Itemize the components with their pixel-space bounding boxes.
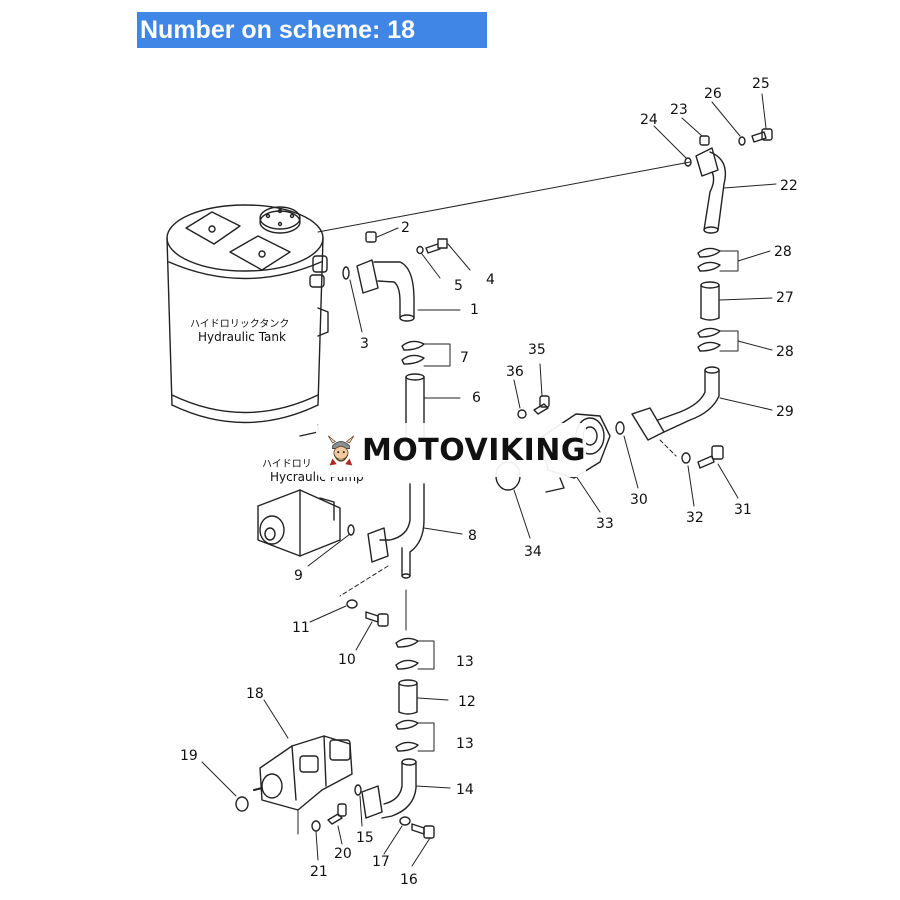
- clamp-28-lower: [697, 327, 739, 352]
- callout-35: 35: [528, 342, 546, 358]
- part-30-oring: [615, 421, 625, 435]
- callout-13-lower: 13: [456, 736, 474, 752]
- part-17-washer: [399, 816, 411, 826]
- part-26-washer: [738, 136, 746, 146]
- callout-32: 32: [686, 510, 704, 526]
- tank-label-en: Hydraulic Tank: [198, 330, 286, 344]
- part-2-nut: [365, 231, 377, 243]
- part-3-oring: [342, 266, 350, 280]
- elbow-pipe-14: [361, 758, 417, 819]
- callout-9: 9: [294, 568, 303, 584]
- callout-12: 12: [458, 694, 476, 710]
- callout-25: 25: [752, 76, 770, 92]
- part-9-oring: [347, 524, 355, 536]
- callout-13-upper: 13: [456, 654, 474, 670]
- part-23-nut: [699, 135, 710, 146]
- part-19-oring: [235, 796, 249, 812]
- part-4-bolt: [425, 238, 448, 254]
- clamp-13-upper: [395, 637, 435, 670]
- tank-label-jp: ハイドロリックタンク: [190, 318, 289, 330]
- scheme-number-banner: Number on scheme: 18: [137, 12, 487, 48]
- pipe-29: [631, 366, 720, 457]
- callout-21: 21: [310, 864, 328, 880]
- motoviking-watermark: MOTOVIKING: [316, 423, 586, 477]
- clamp-28-upper: [697, 247, 739, 272]
- callout-1: 1: [470, 302, 479, 318]
- pipe-8: [367, 483, 425, 579]
- callout-18: 18: [246, 686, 264, 702]
- callout-26: 26: [704, 86, 722, 102]
- callout-16: 16: [400, 872, 418, 888]
- callout-17: 17: [372, 854, 390, 870]
- callout-10: 10: [338, 652, 356, 668]
- hydraulic-pump: [257, 489, 341, 557]
- elbow-pipe-1: [356, 259, 415, 322]
- callout-33: 33: [596, 516, 614, 532]
- hose-12: [398, 679, 418, 715]
- callout-4: 4: [486, 272, 495, 288]
- callout-8: 8: [468, 528, 477, 544]
- callout-36: 36: [506, 364, 524, 380]
- part-20-bolt: [327, 803, 347, 825]
- part-32-washer: [681, 452, 691, 464]
- callout-23: 23: [670, 102, 688, 118]
- part-5-washer: [416, 245, 424, 255]
- callout-20: 20: [334, 846, 352, 862]
- gear-pump-18: [253, 735, 353, 835]
- callout-28-lower: 28: [776, 344, 794, 360]
- pump-label-jp: ハイドロリ: [262, 459, 312, 470]
- clamp-13-lower: [395, 719, 435, 752]
- callout-34: 34: [524, 544, 542, 560]
- callout-19: 19: [180, 748, 198, 764]
- callout-numbers: 1 2 3 4 5 6 7 8 9 10 11 12 13 13 14 15 1…: [180, 76, 798, 888]
- part-11-washer: [346, 599, 358, 609]
- part-21-washer: [311, 820, 321, 832]
- callout-29: 29: [776, 404, 794, 420]
- callout-15: 15: [356, 830, 374, 846]
- elbow-pipe-22: [695, 147, 727, 234]
- viking-mascot-icon: [327, 435, 355, 466]
- callout-6: 6: [472, 390, 481, 406]
- part-35-bolt: [533, 395, 550, 415]
- callout-30: 30: [630, 492, 648, 508]
- callout-2: 2: [401, 220, 410, 236]
- callout-3: 3: [360, 336, 369, 352]
- callout-24: 24: [640, 112, 658, 128]
- callout-11: 11: [292, 620, 310, 636]
- callout-leaders: [201, 93, 777, 867]
- callout-27: 27: [776, 290, 794, 306]
- motoviking-brand-text: MOTOVIKING: [361, 432, 586, 468]
- callout-31: 31: [734, 502, 752, 518]
- callout-5: 5: [454, 278, 463, 294]
- part-25-bolt: [751, 128, 773, 143]
- callout-28-upper: 28: [774, 244, 792, 260]
- part-31-bolt: [697, 445, 724, 469]
- part-15-oring: [354, 784, 362, 796]
- hydraulic-tank: [166, 204, 329, 437]
- callout-7: 7: [460, 350, 469, 366]
- scheme-number-title: Number on scheme: 18: [140, 16, 416, 44]
- callout-22: 22: [780, 178, 798, 194]
- part-36-washer: [517, 409, 527, 419]
- hose-27: [700, 281, 720, 321]
- callout-14: 14: [456, 782, 474, 798]
- part-16-bolt: [411, 823, 435, 839]
- part-24-oring: [684, 157, 692, 167]
- part-10-bolt: [365, 611, 389, 627]
- clamp-7: [401, 340, 451, 367]
